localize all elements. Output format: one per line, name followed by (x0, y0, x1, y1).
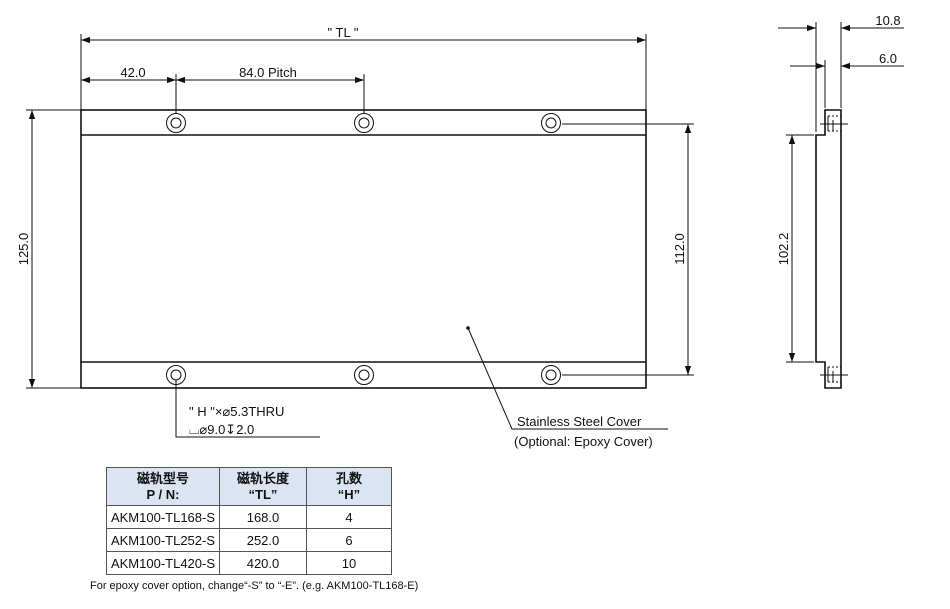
table-header-tl: 磁轨长度 “TL” (219, 467, 307, 506)
epoxy-footnote: For epoxy cover option, change“-S” to “-… (90, 580, 419, 592)
hole-span-label: 112.0 (672, 233, 687, 265)
side-inner-height-label: 102.2 (776, 233, 791, 266)
table-cell-tl: 420.0 (219, 551, 307, 575)
cover-leader-line (467, 327, 668, 430)
table-header-pn: 磁轨型号 P / N: (106, 467, 220, 506)
hole-callout-line2: ⌴⌀9.0↧2.0 (189, 422, 254, 437)
side-total-thickness-label: 10.8 (875, 13, 900, 28)
cover-label-line1: Stainless Steel Cover (517, 414, 642, 429)
mounting-hole (354, 113, 374, 133)
side-profile (815, 109, 842, 389)
table-row: AKM100-TL252-S 252.0 6 (106, 528, 392, 552)
hole-callout-line1: " H "×⌀5.3THRU (189, 404, 284, 419)
end-offset-label: 42.0 (120, 65, 145, 80)
table-header-h: 孔数 “H” (306, 467, 392, 506)
front-view: " TL " 42.0 84.0 Pitch 125.0 112.0 " H "… (16, 25, 694, 449)
tl-dimension-label: " TL " (328, 25, 359, 40)
table-cell-pn: AKM100-TL168-S (106, 505, 220, 529)
table-cell-h: 4 (306, 505, 392, 529)
part-number-table: 磁轨型号 P / N: 磁轨长度 “TL” 孔数 “H” AKM100-TL16… (106, 467, 392, 575)
hole-callout-leader (175, 380, 320, 438)
table-row: AKM100-TL420-S 420.0 10 (106, 551, 392, 575)
height-dimension-label: 125.0 (16, 233, 31, 266)
table-cell-pn: AKM100-TL420-S (106, 551, 220, 575)
table-cell-h: 6 (306, 528, 392, 552)
mounting-hole (541, 365, 561, 385)
side-view: 10.8 6.0 102.2 (776, 13, 904, 389)
cover-label-line2: (Optional: Epoxy Cover) (514, 434, 653, 449)
mounting-hole (166, 113, 186, 133)
rail-outline (80, 109, 647, 389)
table-row: AKM100-TL168-S 168.0 4 (106, 505, 392, 529)
table-cell-tl: 168.0 (219, 505, 307, 529)
table-cell-tl: 252.0 (219, 528, 307, 552)
side-plate-thickness-label: 6.0 (879, 51, 897, 66)
mounting-hole (354, 365, 374, 385)
mounting-hole (541, 113, 561, 133)
pitch-label: 84.0 Pitch (239, 65, 297, 80)
table-cell-pn: AKM100-TL252-S (106, 528, 220, 552)
table-cell-h: 10 (306, 551, 392, 575)
table-header-row: 磁轨型号 P / N: 磁轨长度 “TL” 孔数 “H” (106, 467, 392, 506)
